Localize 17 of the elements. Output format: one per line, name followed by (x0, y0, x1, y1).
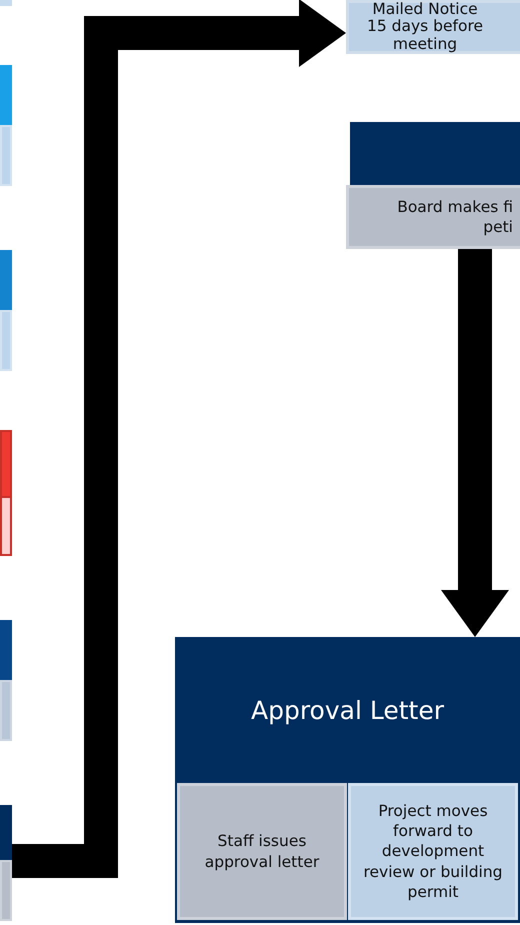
box-text: Board makes fi peti (396, 196, 513, 238)
step-title: Approval Letter (250, 696, 444, 724)
box-text: Project moves forward to development review or building permit (362, 801, 504, 902)
arrow (441, 249, 509, 637)
partial-box (0, 430, 12, 556)
partial-box (0, 65, 12, 186)
partial-box (0, 250, 12, 371)
detail-box (348, 783, 518, 920)
detail-box (177, 783, 347, 920)
notice-box (346, 0, 520, 54)
box-text: Mailed Notice 15 days before meeting (366, 1, 484, 53)
step-card (175, 637, 520, 923)
partial-box (0, 0, 12, 6)
decision-step-box (346, 122, 520, 249)
partial-box (0, 805, 12, 921)
box-text: Staff issues approval letter (204, 831, 320, 872)
partial-box (0, 620, 12, 741)
